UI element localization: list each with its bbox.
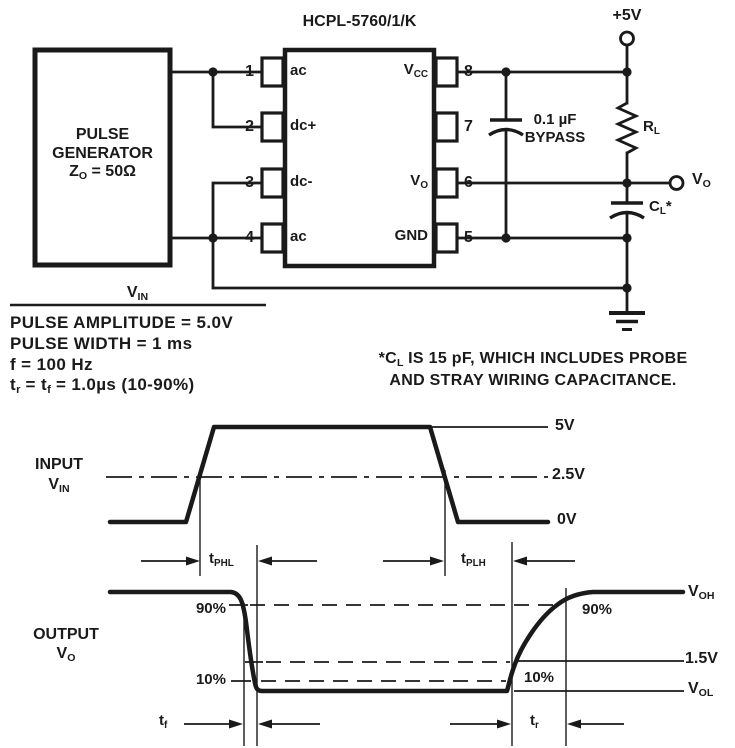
pin-box-6 <box>434 167 459 199</box>
vo-terminal <box>668 175 685 191</box>
ic-title: HCPL-5760/1/K <box>302 13 417 30</box>
supply-label: +5V <box>612 7 642 24</box>
junction-dot <box>622 178 632 188</box>
pulse-generator-label-line2: GENERATOR <box>52 145 153 162</box>
pin-number-1: 1 <box>245 63 254 80</box>
pin-label-dc-minus: dc- <box>290 173 313 190</box>
bypass-cap-label: BYPASS <box>524 129 586 146</box>
junction-dot <box>622 67 632 77</box>
condition-amplitude: PULSE AMPLITUDE = 5.0V <box>10 313 234 332</box>
pulse-generator-impedance: ZO = 50Ω <box>69 163 136 183</box>
output-waveform-title: OUTPUT <box>33 626 99 643</box>
ground-symbol <box>609 311 645 331</box>
bypass-capacitor-symbol <box>488 118 524 137</box>
pin-label-ac-top: ac <box>290 62 307 79</box>
vo-terminal-label: VO <box>692 171 711 191</box>
level-1v5-label: 1.5V <box>685 650 718 667</box>
junction-dot <box>208 67 218 77</box>
cl-label: CL* <box>649 198 672 217</box>
junction-dot <box>501 67 511 77</box>
rl-label: RL <box>643 118 660 137</box>
load-capacitor-symbol <box>609 201 645 220</box>
pin-label-gnd: GND <box>394 227 428 244</box>
tr-label: tr <box>530 712 539 731</box>
pulse-generator-label-line1: PULSE <box>75 126 130 143</box>
input-waveform <box>106 424 551 525</box>
tf-label: tf <box>159 712 168 731</box>
tr-arrows <box>450 719 624 729</box>
supply-terminal <box>619 30 635 47</box>
pin-box-4 <box>260 222 285 254</box>
pin-box-7 <box>434 111 459 143</box>
junction-dot <box>622 233 632 243</box>
pin-number-4: 4 <box>245 229 254 246</box>
condition-frequency: f = 100 Hz <box>10 355 93 374</box>
output-trace <box>107 589 686 694</box>
cl-note-line2: AND STRAY WIRING CAPACITANCE. <box>389 372 677 389</box>
pulse-generator-box <box>32 47 173 268</box>
junction-dot <box>622 283 632 293</box>
pin-label-vcc: VCC <box>403 61 428 80</box>
circuit-wires <box>170 43 672 315</box>
tplh-arrows <box>383 556 575 566</box>
pin-number-3: 3 <box>245 174 254 191</box>
junction-dot <box>501 233 511 243</box>
input-trace <box>107 424 551 525</box>
level-5v-label: 5V <box>555 417 575 434</box>
pct10-right-label: 10% <box>524 669 555 686</box>
pin-box-2 <box>260 111 285 143</box>
output-waveform-signal: VO <box>56 645 76 665</box>
pin-number-5: 5 <box>464 229 473 246</box>
pin-label-ac-bottom: ac <box>290 228 307 245</box>
junction-dots <box>208 67 632 293</box>
input-waveform-title: INPUT <box>35 456 83 473</box>
pin-number-6: 6 <box>464 174 473 191</box>
pin-box-1 <box>260 56 285 88</box>
pin-label-dc-plus: dc+ <box>290 117 317 134</box>
voh-label: VOH <box>688 583 715 603</box>
condition-width: PULSE WIDTH = 1 ms <box>10 334 193 353</box>
ic-body <box>282 47 437 269</box>
pin-label-vo: VO <box>410 172 428 191</box>
pin-box-3 <box>260 167 285 199</box>
input-waveform-signal: VIN <box>48 476 70 496</box>
timing-marker-lines <box>199 470 567 746</box>
vin-label: VIN <box>126 284 149 304</box>
pin-box-5 <box>434 222 459 254</box>
load-resistor-symbol <box>614 101 640 155</box>
junction-dot <box>208 233 218 243</box>
cl-note-line1: *CL IS 15 pF, WHICH INCLUDES PROBE <box>378 350 688 370</box>
condition-edge-times: tr = tf = 1.0µs (10-90%) <box>10 375 195 397</box>
tplh-label: tPLH <box>461 550 486 569</box>
pin-number-8: 8 <box>464 63 473 80</box>
tphl-arrows <box>141 556 317 566</box>
wire-junction-to-pin2 <box>211 70 265 129</box>
vol-label: VOL <box>688 680 714 700</box>
pin-number-7: 7 <box>464 118 473 135</box>
output-reference-lines <box>229 604 684 692</box>
tf-arrows <box>184 719 320 729</box>
pin-number-2: 2 <box>245 118 254 135</box>
level-2v5-label: 2.5V <box>552 466 585 483</box>
level-0v-label: 0V <box>557 511 577 528</box>
pct10-left-label: 10% <box>195 671 226 688</box>
pin-box-8 <box>434 56 459 88</box>
wire-junction-to-pin3 <box>211 181 265 240</box>
pct90-right-label: 90% <box>582 601 613 618</box>
ic-pin-boxes <box>260 56 459 254</box>
pct90-left-label: 90% <box>195 600 226 617</box>
tphl-label: tPHL <box>209 550 234 569</box>
wire-return-to-ground <box>211 236 629 290</box>
bypass-cap-value: 0.1 µF <box>533 111 577 128</box>
